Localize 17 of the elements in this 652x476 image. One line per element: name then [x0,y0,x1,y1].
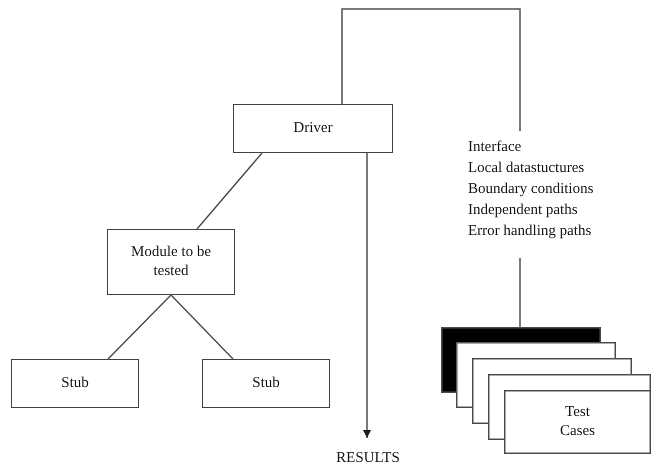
connector-line [519,258,521,327]
card-label: Test Cases [559,403,596,441]
list-item: Error handling paths [468,222,592,241]
list-item: Local datastuctures [468,159,584,178]
process-box: Driver [233,104,393,153]
connector-line [107,294,172,360]
process-box: Stub [202,359,330,408]
connector-line [170,294,234,360]
process-box: Module to be tested [107,229,235,295]
arrow [363,153,371,438]
process-box: Stub [11,359,139,408]
connector-line [196,152,263,230]
list-item: Interface [468,138,522,157]
output-label: RESULTS [336,450,400,470]
list-item: Independent paths [468,201,578,220]
list-item: Boundary conditions [468,180,594,199]
connector-line [341,8,521,131]
